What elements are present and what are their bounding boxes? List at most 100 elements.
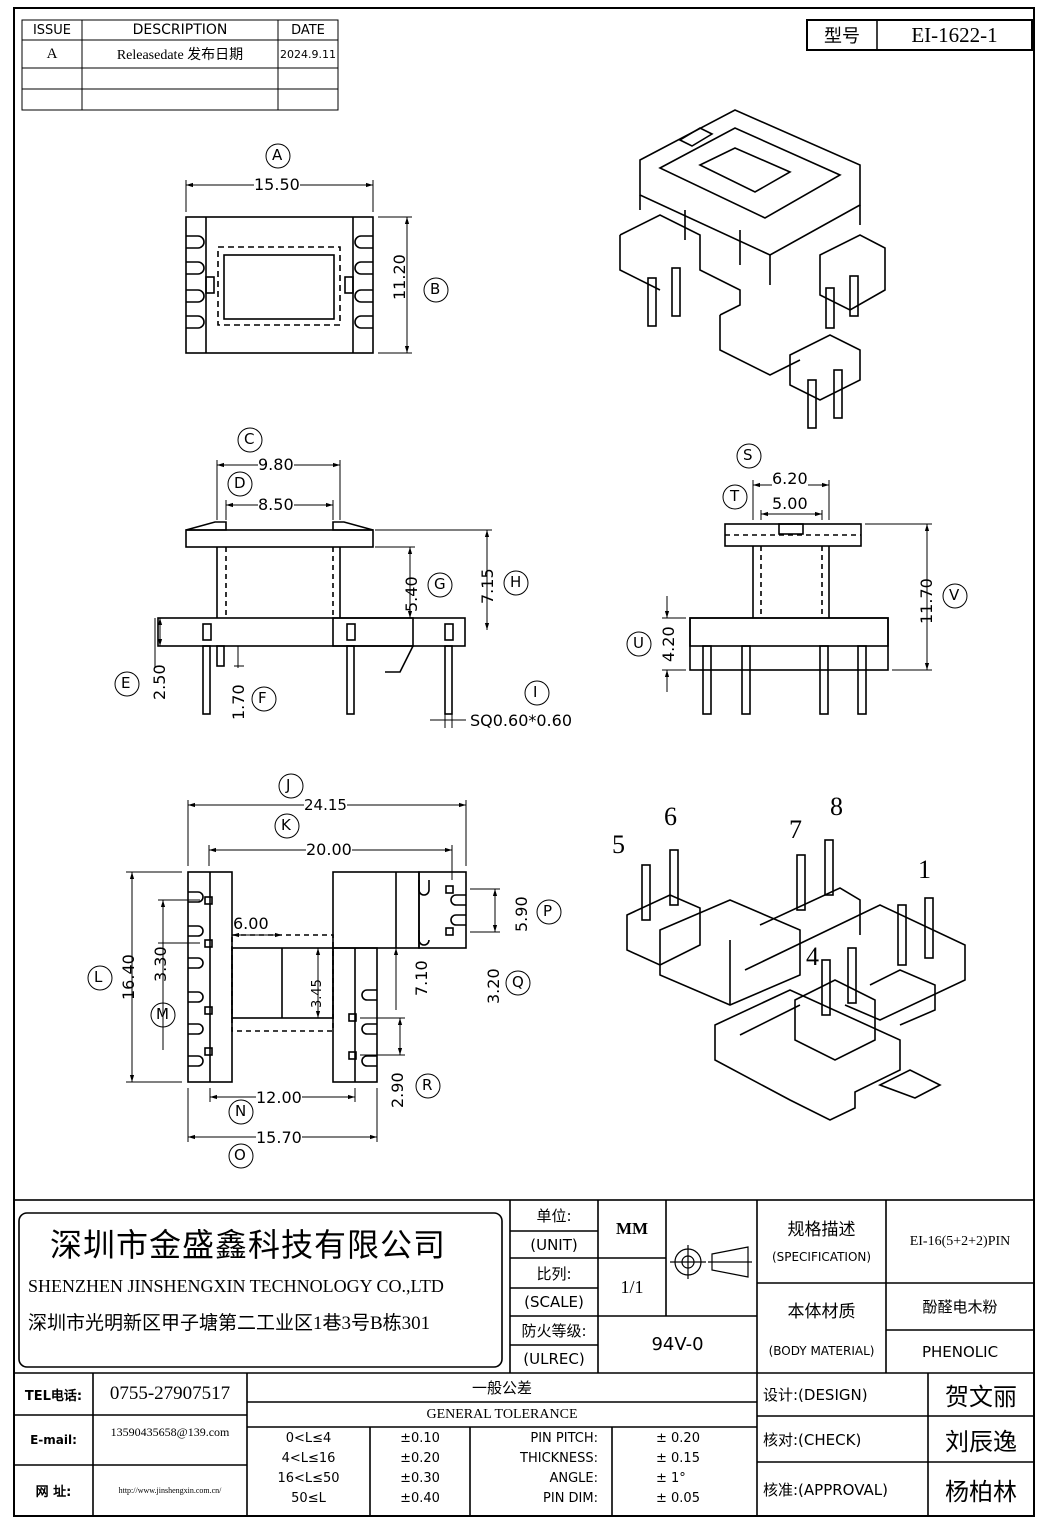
email-label: E-mail: (30, 1433, 77, 1447)
dim-G: 5.40 (402, 576, 421, 612)
ref-L: L (94, 968, 103, 986)
dim-Q: 3.20 (484, 968, 503, 1004)
top-view (185, 216, 374, 354)
front-view (157, 521, 466, 715)
side-view-dims (626, 443, 968, 692)
side-view (689, 523, 889, 715)
dim-L: 16.40 (119, 954, 138, 1000)
rev-date: 2024.9.11 (280, 47, 336, 61)
material-label-en: (BODY MATERIAL) (768, 1344, 875, 1358)
web-label: 网 址: (35, 1485, 72, 1500)
scale-label-cn: 比列: (536, 1264, 572, 1283)
pin-number-8: 8 (830, 792, 843, 821)
ref-S: S (743, 446, 753, 464)
tol-other-value: ± 0.15 (656, 1450, 700, 1466)
projection-symbol (670, 1245, 752, 1279)
unit-label-cn: 单位: (536, 1207, 572, 1225)
tol-other-label: PIN DIM: (543, 1490, 598, 1506)
material-value-cn: 酚醛电木粉 (922, 1298, 998, 1316)
dim-A: 15.50 (254, 175, 300, 194)
company-name-en: SHENZHEN JINSHENGXIN TECHNOLOGY CO.,LTD (28, 1276, 444, 1296)
bottom-view (187, 871, 467, 1083)
unit-value: MM (615, 1219, 649, 1238)
pin-number-6: 6 (664, 802, 677, 831)
revision-table-grid (21, 19, 339, 111)
ref-A: A (272, 146, 283, 164)
dim-I: SQ0.60*0.60 (470, 711, 572, 730)
unit-label-en: (UNIT) (530, 1235, 578, 1254)
company-name-cn: 深圳市金盛鑫科技有限公司 (50, 1227, 447, 1263)
fire-value: 94V-0 (651, 1334, 704, 1355)
spec-label-cn: 规格描述 (787, 1219, 856, 1240)
web-value: http://www.jinshengxin.com.cn/ (118, 1486, 222, 1495)
ref-V: V (949, 586, 960, 604)
rev-description: Releasedate 发布日期 (116, 48, 244, 63)
tolerance-title-cn: 一般公差 (471, 1379, 532, 1397)
email-value: 13590435658@139.com (110, 1424, 230, 1439)
dim-F: 1.70 (229, 684, 248, 720)
dim-N: 12.00 (256, 1088, 302, 1107)
ref-Q: Q (512, 973, 524, 991)
rev-header-issue: ISSUE (32, 22, 72, 38)
ref-C: C (244, 430, 255, 448)
tol-other-label: THICKNESS: (520, 1450, 598, 1466)
front-view-dims (114, 427, 550, 728)
ref-F: F (258, 689, 267, 707)
pin-number-1: 1 (918, 855, 931, 884)
design-name: 贺文丽 (945, 1385, 1017, 1411)
dim-C: 9.80 (258, 455, 294, 474)
approval-label: 核准:(APPROVAL) (763, 1480, 888, 1499)
rev-issue: A (46, 45, 58, 62)
dim-inner-v: 7.10 (412, 960, 431, 996)
tol-other-value: ± 0.05 (656, 1490, 700, 1506)
dim-U: 4.20 (659, 626, 678, 662)
dim-R: 2.90 (388, 1072, 407, 1108)
isometric-view-top (619, 109, 886, 429)
ref-T: T (730, 487, 740, 505)
ref-O: O (234, 1146, 246, 1164)
tel-label: TEL电话: (24, 1388, 83, 1404)
dim-inner-h: 3.45 (310, 979, 325, 1008)
tol-range: 4<L≤16 (281, 1450, 336, 1466)
rev-header-description: DESCRIPTION (132, 22, 228, 38)
ref-G: G (434, 575, 446, 593)
dim-V: 11.70 (917, 578, 936, 624)
tol-other-label: ANGLE: (549, 1470, 598, 1486)
dim-inner-w: 6.00 (233, 914, 269, 933)
tol-value: ±0.10 (400, 1430, 440, 1446)
tol-other-value: ± 1° (656, 1470, 686, 1486)
ref-M: M (156, 1005, 169, 1023)
isometric-view-bottom (626, 839, 966, 1121)
model-label: 型号 (824, 26, 860, 47)
design-label: 设计:(DESIGN) (763, 1386, 868, 1404)
pin-number-5: 5 (612, 830, 625, 859)
model-box (806, 19, 1033, 51)
material-label-cn: 本体材质 (787, 1301, 856, 1322)
top-view-dims (185, 143, 449, 354)
dim-B: 11.20 (390, 254, 409, 300)
tol-range: 50≤L (291, 1490, 326, 1506)
dim-S: 6.20 (772, 469, 808, 488)
tol-other-label: PIN PITCH: (530, 1430, 598, 1446)
title-block-grid (13, 1199, 1035, 1517)
dim-T: 5.00 (772, 494, 808, 513)
company-address: 深圳市光明新区甲子塘第二工业区1巷3号B栋301 (28, 1313, 431, 1334)
tol-value: ±0.20 (400, 1450, 440, 1466)
tol-value: ±0.40 (400, 1490, 440, 1506)
dim-J: 24.15 (304, 796, 347, 814)
dim-E: 2.50 (150, 664, 169, 700)
ref-U: U (633, 634, 644, 652)
spec-value: EI-16(5+2+2)PIN (909, 1233, 1011, 1249)
dim-M: 3.30 (151, 946, 170, 982)
check-label: 核对:(CHECK) (763, 1430, 862, 1449)
tolerance-title-en: GENERAL TOLERANCE (426, 1406, 578, 1422)
dim-D: 8.50 (258, 495, 294, 514)
ref-I: I (533, 683, 538, 701)
ref-H: H (510, 573, 522, 591)
dim-H: 7.15 (478, 568, 497, 604)
tol-other-value: ± 0.20 (656, 1430, 700, 1446)
scale-value: 1/1 (620, 1276, 644, 1297)
ref-B: B (430, 280, 441, 298)
dim-P: 5.90 (512, 896, 531, 932)
